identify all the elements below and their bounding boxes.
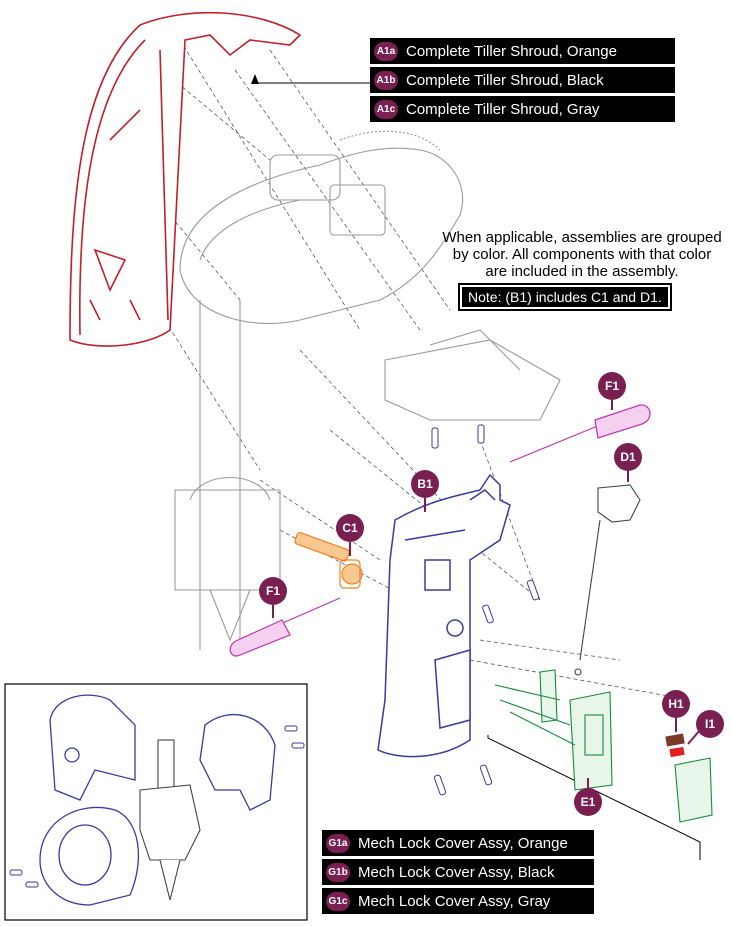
callout-f1-bottom: F1 — [259, 577, 287, 618]
legend-row-g1a: G1a Mech Lock Cover Assy, Orange — [322, 830, 594, 856]
badge-g1b: G1b — [326, 862, 350, 882]
callout-i1: I1 — [687, 710, 724, 745]
svg-text:H1: H1 — [668, 697, 684, 711]
note-line-2: by color. All components with that color — [452, 246, 712, 263]
svg-text:F1: F1 — [605, 379, 619, 393]
legend-row-g1b: G1b Mech Lock Cover Assy, Black — [322, 859, 594, 885]
note-line-1: When applicable, assemblies are grouped — [442, 229, 722, 246]
svg-text:C1: C1 — [342, 521, 358, 535]
callout-e1: E1 — [574, 778, 602, 816]
badge-a1b: A1b — [374, 70, 398, 90]
tiller-frame — [174, 130, 561, 650]
callout-h1: H1 — [662, 690, 690, 732]
callout-c1: C1 — [336, 514, 364, 556]
part-e1 — [494, 669, 713, 823]
screwdriver-top — [509, 404, 651, 463]
svg-text:D1: D1 — [620, 450, 636, 464]
legend-row-a1b: A1b Complete Tiller Shroud, Black — [370, 67, 675, 93]
badge-g1c: G1c — [326, 891, 350, 911]
svg-text:F1: F1 — [266, 584, 280, 598]
mech-lock-legend: G1a Mech Lock Cover Assy, Orange G1b Mec… — [322, 830, 594, 914]
legend-row-a1a: A1a Complete Tiller Shroud, Orange — [370, 38, 675, 64]
legend-label-a1c: Complete Tiller Shroud, Gray — [406, 100, 600, 118]
legend-label-g1c: Mech Lock Cover Assy, Gray — [358, 892, 551, 910]
front-cover — [377, 473, 511, 758]
mech-lock-mechanism — [139, 739, 201, 901]
svg-text:I1: I1 — [705, 717, 715, 731]
tiller-shroud — [69, 11, 302, 347]
legend-label-g1a: Mech Lock Cover Assy, Orange — [358, 834, 568, 852]
legend-label-g1b: Mech Lock Cover Assy, Black — [358, 863, 555, 881]
part-i1 — [669, 746, 685, 758]
note-box: Note: (B1) includes C1 and D1. — [458, 283, 672, 311]
mech-lock-inset — [39, 694, 276, 906]
badge-g1a: G1a — [326, 833, 350, 853]
legend-label-a1b: Complete Tiller Shroud, Black — [406, 71, 604, 89]
part-c1 — [294, 531, 363, 589]
note-line-3: are included in the assembly. — [485, 263, 679, 280]
callout-d1: D1 — [614, 443, 642, 482]
badge-a1c: A1c — [374, 99, 398, 119]
callout-b1: B1 — [411, 470, 439, 512]
legend-row-a1c: A1c Complete Tiller Shroud, Gray — [370, 96, 675, 122]
shroud-leader — [254, 80, 370, 84]
color-note: When applicable, assemblies are grouped … — [436, 229, 728, 280]
part-h1 — [665, 733, 685, 747]
legend-label-a1a: Complete Tiller Shroud, Orange — [406, 42, 617, 60]
legend-row-g1c: G1c Mech Lock Cover Assy, Gray — [322, 888, 594, 914]
svg-text:B1: B1 — [417, 477, 433, 491]
badge-a1a: A1a — [374, 41, 398, 61]
screwdriver-bottom — [229, 597, 341, 657]
screws — [431, 424, 540, 796]
shroud-legend: A1a Complete Tiller Shroud, Orange A1b C… — [370, 38, 675, 122]
callout-f1-top: F1 — [598, 372, 626, 410]
svg-text:E1: E1 — [581, 795, 596, 809]
latch-assembly — [574, 484, 641, 676]
